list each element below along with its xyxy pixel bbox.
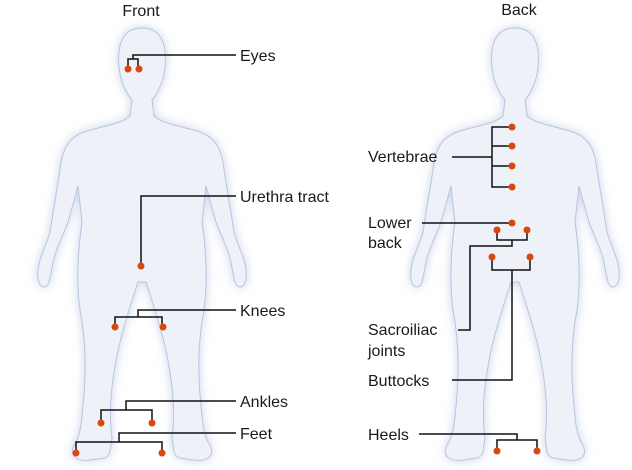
label-ankles: Ankles — [240, 394, 288, 411]
label-lower-back-line1: Lower — [368, 215, 412, 232]
ankle-marker-left — [97, 419, 105, 427]
back-leaders — [419, 126, 538, 450]
front-leaders — [75, 54, 236, 452]
heel-marker-left — [493, 447, 501, 455]
eye-marker-left — [124, 65, 132, 73]
front-markers — [72, 65, 167, 457]
knees-leader — [114, 309, 236, 326]
vertebrae-leader — [452, 126, 512, 188]
back-figure — [410, 27, 620, 461]
eyes-leader — [127, 54, 236, 68]
urethra-marker — [137, 262, 145, 270]
label-sacroiliac-line1: Sacroiliac — [368, 322, 437, 339]
heels-leader — [419, 433, 538, 450]
label-sacroiliac-line2: joints — [367, 343, 405, 360]
knee-marker-left — [111, 323, 119, 331]
lower-back-marker — [508, 219, 516, 227]
feet-leader — [75, 432, 236, 452]
back-title: Back — [501, 2, 538, 19]
vertebra-marker-2 — [508, 142, 516, 150]
foot-marker-right — [158, 449, 166, 457]
front-figure — [37, 27, 247, 461]
vertebra-marker-4 — [508, 183, 516, 191]
buttock-marker-right — [526, 253, 534, 261]
label-knees: Knees — [240, 303, 285, 320]
buttock-marker-left — [488, 253, 496, 261]
knee-marker-right — [159, 323, 167, 331]
sacroiliac-marker-right — [523, 226, 531, 234]
sacroiliac-leader — [458, 230, 528, 331]
label-lower-back-line2: back — [368, 235, 403, 252]
buttocks-leader — [452, 257, 531, 381]
label-vertebrae: Vertebrae — [368, 149, 437, 166]
foot-marker-left — [72, 449, 80, 457]
label-urethra-tract: Urethra tract — [240, 189, 329, 206]
urethra-leader — [140, 195, 236, 265]
eye-marker-right — [135, 65, 143, 73]
label-heels: Heels — [368, 427, 409, 444]
label-buttocks: Buttocks — [368, 373, 429, 390]
ankle-marker-right — [148, 419, 156, 427]
label-feet: Feet — [240, 426, 273, 443]
back-markers — [488, 123, 541, 455]
label-eyes: Eyes — [240, 48, 276, 65]
ankles-leader — [100, 400, 236, 422]
vertebra-marker-1 — [508, 123, 516, 131]
sacroiliac-marker-left — [493, 226, 501, 234]
front-title: Front — [122, 3, 160, 20]
heel-marker-right — [533, 447, 541, 455]
vertebra-marker-3 — [508, 162, 516, 170]
